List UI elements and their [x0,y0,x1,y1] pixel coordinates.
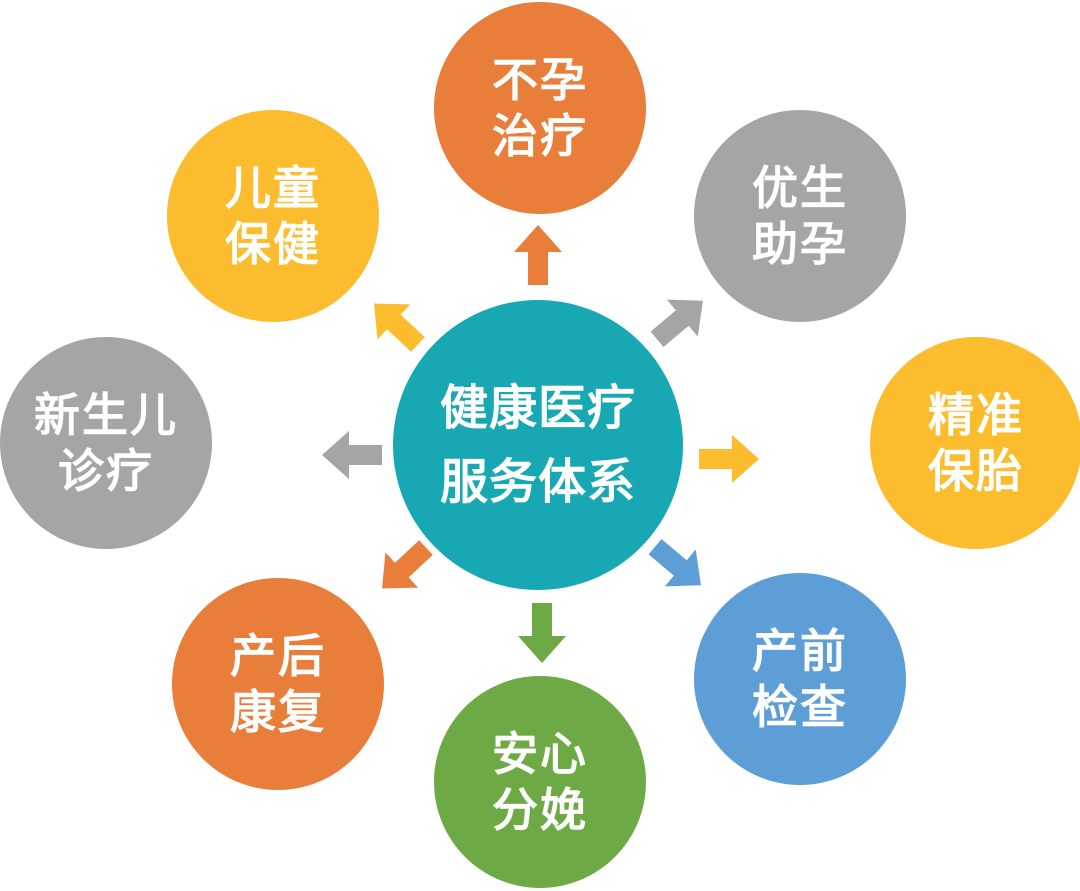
node-label-line2: 分娩 [492,783,588,837]
node-prenatal-checkup: 产前 检查 [694,573,906,785]
node-label-line1: 产前 [752,623,848,678]
node-safe-delivery: 安心 分娩 [434,676,646,888]
arrow-down-icon [518,603,566,663]
arrow-up-left-icon [374,303,425,352]
node-label-line1: 不孕 [492,52,588,107]
node-postpartum-recovery: 产后 康复 [172,578,384,790]
node-label-line2: 检查 [752,680,848,734]
arrow-left-icon [322,431,382,479]
arrow-right-icon [699,435,759,483]
arrow-down-left-icon [382,540,433,589]
node-precise-pregnancy-protection: 精准 保胎 [870,337,1080,549]
node-label-line1: 优生 [752,160,848,215]
center-node: 健康医疗 服务体系 [393,300,683,590]
node-label-line1: 精准 [928,387,1024,442]
node-label-line2: 保胎 [928,444,1024,498]
node-label-line2: 助孕 [752,217,848,271]
arrow-down-right-icon [648,539,701,587]
node-label-line1: 安心 [492,726,588,781]
node-label-line2: 保健 [225,217,321,271]
arrow-up-icon [514,225,562,285]
node-child-healthcare: 儿童 保健 [167,110,379,322]
node-label-line2: 诊疗 [58,444,154,498]
node-infertility-treatment: 不孕 治疗 [434,2,646,214]
node-label-line2: 治疗 [492,109,588,163]
node-newborn-care: 新生儿 诊疗 [0,337,212,549]
center-label-line2: 服务体系 [439,454,636,510]
node-eugenic-conception-aid: 优生 助孕 [694,110,906,322]
center-label-line1: 健康医疗 [439,379,636,436]
node-label-line1: 产后 [230,628,326,683]
arrow-up-right-icon [650,299,703,347]
node-label-line1: 新生儿 [34,387,178,442]
node-label-line2: 康复 [230,685,326,739]
node-label-line1: 儿童 [225,160,321,215]
